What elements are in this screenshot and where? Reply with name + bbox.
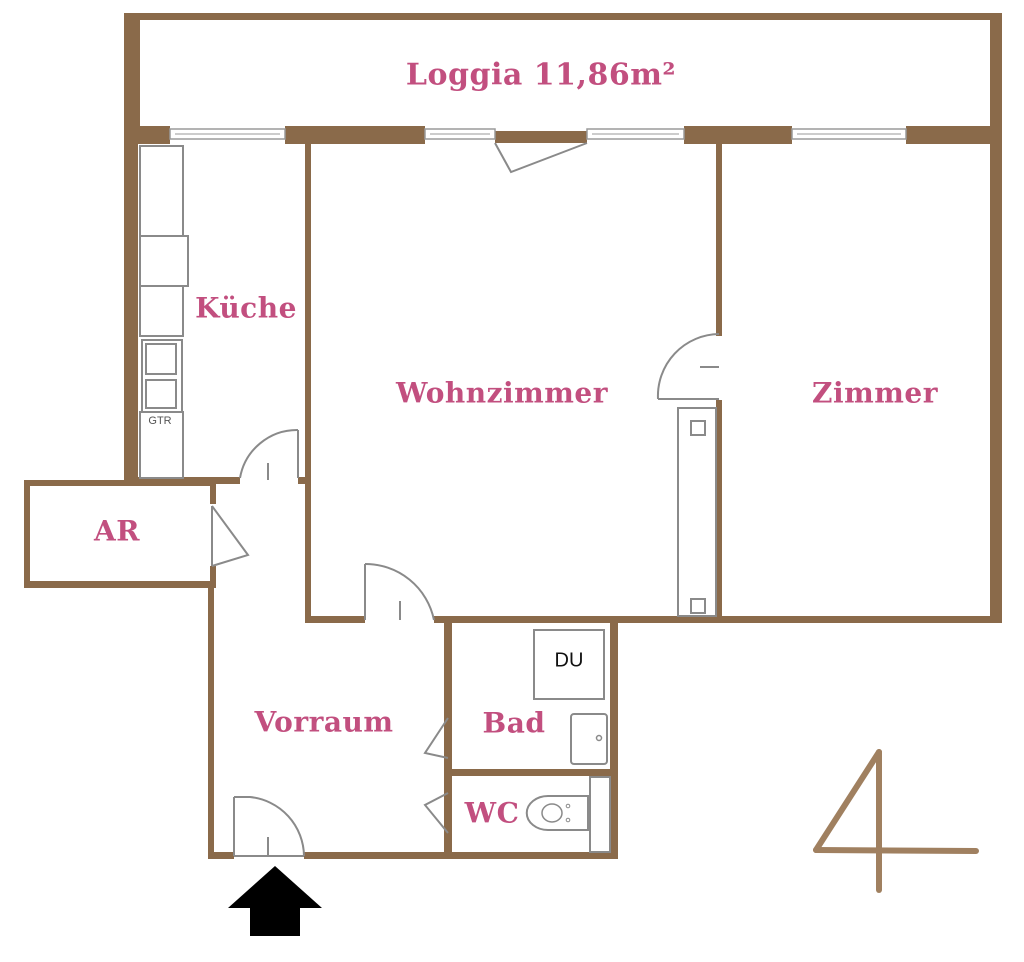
room-label-loggia: Loggia 11,86m² <box>405 57 677 93</box>
floor-number-icon <box>813 749 979 893</box>
room-label-wc: WC <box>464 796 520 830</box>
room-label-kueche: Küche <box>195 291 297 325</box>
doors <box>211 142 720 857</box>
room-label-bad: Bad <box>482 706 546 740</box>
shower-label: DU <box>554 649 584 672</box>
gtr-label: GTR <box>148 415 172 427</box>
room-label-zimmer: Zimmer <box>812 376 938 410</box>
room-label-ar: AR <box>94 514 140 548</box>
room-label-vorraum: Vorraum <box>254 705 394 739</box>
entrance-arrow-icon <box>228 866 322 936</box>
walls <box>24 13 1002 859</box>
windows <box>169 128 907 140</box>
fixtures <box>139 145 717 853</box>
room-label-wohnzimmer: Wohnzimmer <box>396 376 608 410</box>
